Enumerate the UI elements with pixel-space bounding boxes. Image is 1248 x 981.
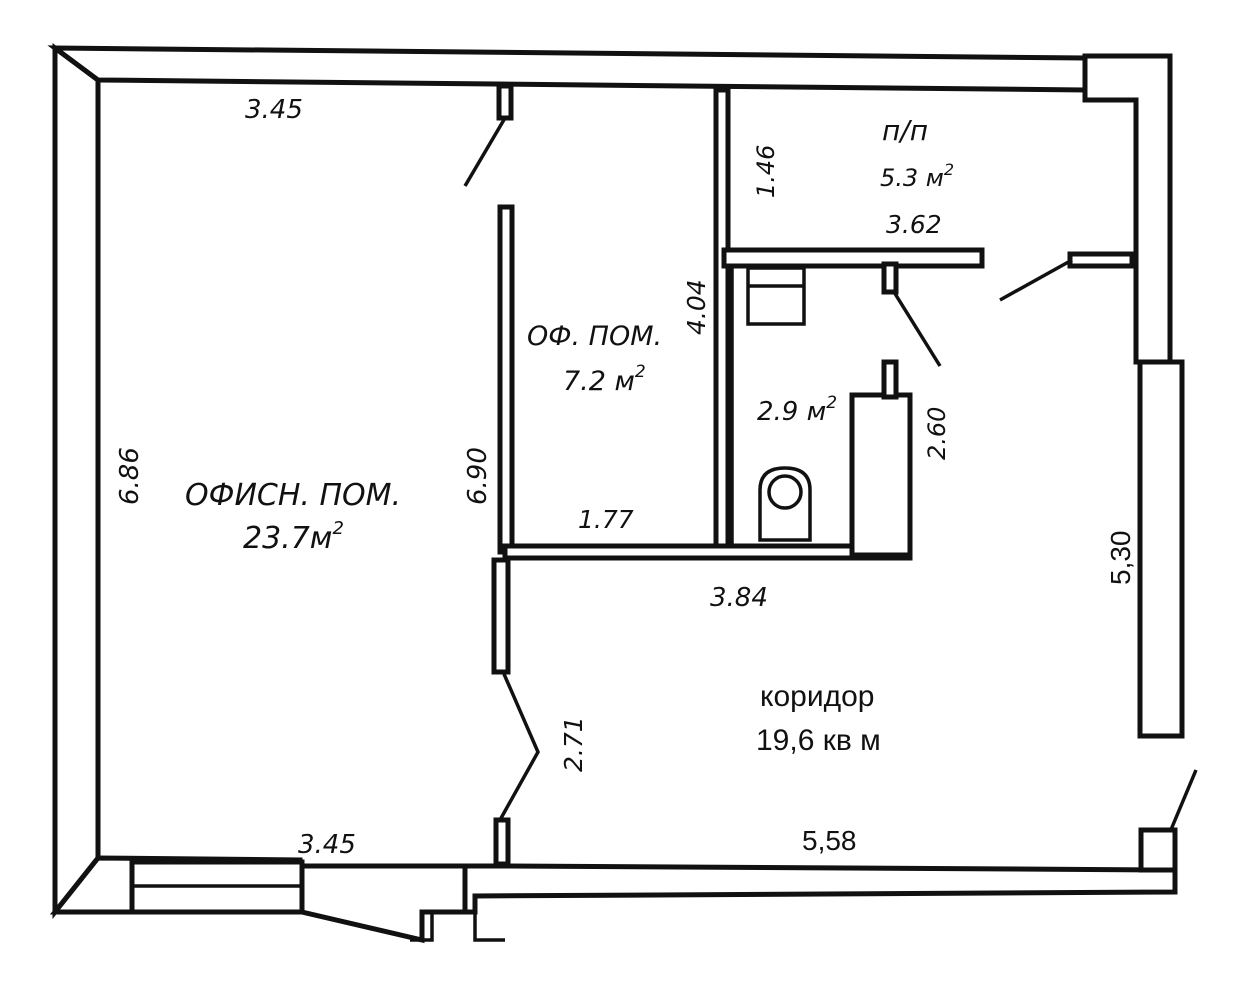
partition-wall-upper bbox=[497, 204, 515, 555]
bottom-right-column bbox=[1138, 827, 1178, 873]
top-right-wall-block bbox=[1082, 53, 1173, 365]
small-office-area: 7.2 м2 bbox=[563, 362, 646, 397]
main-office-name: ОФИСН. ПОМ. bbox=[185, 478, 401, 513]
dim-mid-width: 3.84 bbox=[710, 583, 768, 613]
exterior-door bbox=[1168, 769, 1198, 833]
left-wall bbox=[52, 43, 101, 920]
corridor-area: 19,6 кв м bbox=[756, 724, 881, 757]
small-office-name: ОФ. ПОМ. bbox=[527, 321, 662, 352]
top-wall bbox=[47, 45, 1088, 93]
toilet-bowl bbox=[767, 474, 803, 510]
door-stub-top bbox=[496, 83, 514, 121]
doors bbox=[463, 117, 1198, 833]
dimension-labels: 3.45 3.45 6.86 6.90 4.04 1.77 1.46 3.62 … bbox=[115, 95, 1136, 860]
dim-top-left-width: 3.45 bbox=[245, 95, 303, 125]
utility-room-name: п/п bbox=[882, 114, 928, 147]
dim-corridor-height: 5,30 bbox=[1105, 531, 1136, 586]
utility-bottom-wall bbox=[721, 247, 985, 269]
utility-room-area: 5.3 м2 bbox=[880, 160, 954, 192]
door-stub-bottom bbox=[493, 817, 511, 867]
bottom-right-wall bbox=[462, 863, 1178, 915]
dim-door-span: 2.71 bbox=[559, 716, 588, 772]
dim-left-height: 6.86 bbox=[115, 447, 145, 505]
dim-partition-height: 6.90 bbox=[463, 447, 493, 505]
right-window-wall bbox=[1137, 359, 1185, 739]
sink-fixture bbox=[746, 266, 806, 326]
utility-door-stub bbox=[1067, 251, 1135, 269]
main-office-area: 23.7м2 bbox=[243, 518, 344, 556]
dim-small-office-width: 1.77 bbox=[578, 505, 634, 534]
bathroom-door-stub bbox=[881, 261, 899, 295]
dim-bathroom-height: 2.60 bbox=[923, 407, 951, 460]
room-labels: ОФИСН. ПОМ. 23.7м2 ОФ. ПОМ. 7.2 м2 п/п 5… bbox=[185, 114, 954, 757]
bathroom-area: 2.9 м2 bbox=[757, 393, 837, 427]
dim-utility-height: 1.46 bbox=[752, 145, 780, 198]
bottom-middle-wall bbox=[299, 863, 468, 944]
toilet-fixture bbox=[758, 466, 812, 542]
small-office-right-wall bbox=[713, 87, 731, 555]
small-office-bottom-wall bbox=[502, 543, 913, 561]
outer-walls bbox=[47, 43, 1185, 944]
main-office-door bbox=[463, 117, 507, 187]
dim-utility-width: 3.62 bbox=[886, 210, 942, 239]
entry-step bbox=[410, 910, 505, 942]
corridor-name: коридор bbox=[760, 680, 874, 713]
dim-corridor-width: 5,58 bbox=[802, 825, 857, 856]
utility-door bbox=[999, 258, 1073, 302]
bathroom-right-wall bbox=[849, 392, 913, 558]
fixtures bbox=[746, 266, 812, 542]
bathroom-wall-stub bbox=[881, 359, 899, 400]
dim-bottom-left-width: 3.45 bbox=[298, 830, 356, 860]
dim-small-office-height: 4.04 bbox=[682, 279, 711, 335]
bathroom-door bbox=[892, 291, 942, 367]
partition-wall-lower bbox=[491, 557, 511, 675]
corridor-double-door bbox=[498, 673, 540, 821]
